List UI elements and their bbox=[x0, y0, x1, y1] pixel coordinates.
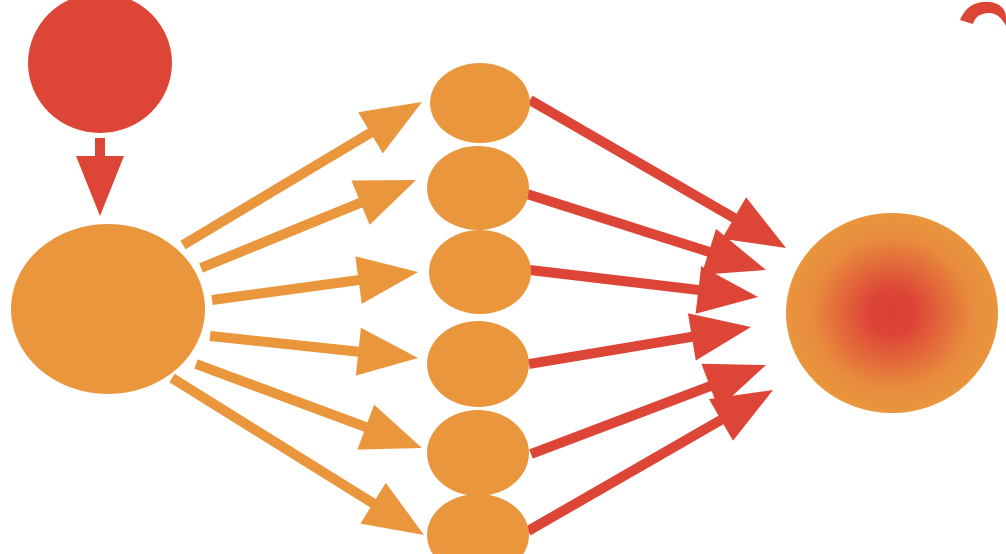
arrow-head bbox=[355, 327, 418, 376]
arrow-head bbox=[722, 197, 786, 248]
middle-node-2 bbox=[427, 146, 529, 230]
arrow-head bbox=[701, 228, 766, 275]
hub-node bbox=[11, 224, 205, 394]
arrow-middle-4-to-target bbox=[528, 313, 751, 369]
arrow-source-to-hub bbox=[76, 138, 124, 216]
cropped-glyph bbox=[960, 1, 1006, 26]
arrow-hub-to-middle-5 bbox=[194, 359, 422, 450]
arrow-head bbox=[701, 363, 766, 409]
arrow-shaft bbox=[180, 126, 377, 250]
arrow-shaft bbox=[209, 331, 363, 358]
arrow-head bbox=[355, 256, 418, 304]
arrow-shaft bbox=[169, 373, 380, 510]
source-node bbox=[28, 0, 172, 133]
arrow-middle-5-to-target bbox=[529, 363, 766, 459]
arrow-shaft bbox=[527, 95, 741, 225]
arrow-shaft bbox=[529, 380, 716, 459]
arrow-head bbox=[358, 102, 422, 154]
arrow-hub-to-middle-3 bbox=[211, 256, 418, 305]
arrow-hub-to-middle-2 bbox=[199, 180, 416, 273]
arrow-head bbox=[76, 156, 124, 216]
arrow-shaft bbox=[528, 331, 697, 369]
arrow-hub-to-middle-6 bbox=[169, 373, 424, 535]
arrow-head bbox=[351, 180, 416, 225]
arrow-shaft bbox=[194, 359, 372, 434]
arrow-head bbox=[695, 266, 758, 314]
arrow-head bbox=[687, 313, 751, 361]
edge-layer bbox=[76, 95, 786, 536]
arrow-hub-to-middle-4 bbox=[209, 327, 418, 376]
arrow-middle-6-to-target bbox=[525, 390, 773, 536]
middle-node-6 bbox=[427, 494, 529, 554]
middle-node-3 bbox=[429, 230, 531, 314]
arrow-middle-3-to-target bbox=[529, 265, 758, 314]
arrow-hub-to-middle-1 bbox=[180, 102, 422, 250]
node-layer bbox=[11, 0, 998, 554]
arrow-head bbox=[357, 404, 422, 450]
arrow-shaft bbox=[525, 413, 727, 536]
arrow-shaft bbox=[211, 274, 364, 305]
arrow-middle-1-to-target bbox=[527, 95, 786, 248]
arrow-shaft bbox=[199, 196, 367, 273]
middle-node-5 bbox=[427, 410, 529, 496]
arrow-shaft bbox=[525, 189, 715, 258]
middle-node-1 bbox=[430, 63, 530, 143]
middle-node-4 bbox=[427, 321, 529, 407]
arrow-head bbox=[360, 482, 424, 535]
target-node bbox=[786, 213, 998, 413]
arrow-shaft bbox=[529, 265, 703, 296]
arrow-middle-2-to-target bbox=[525, 189, 766, 275]
arrow-head bbox=[709, 390, 773, 441]
